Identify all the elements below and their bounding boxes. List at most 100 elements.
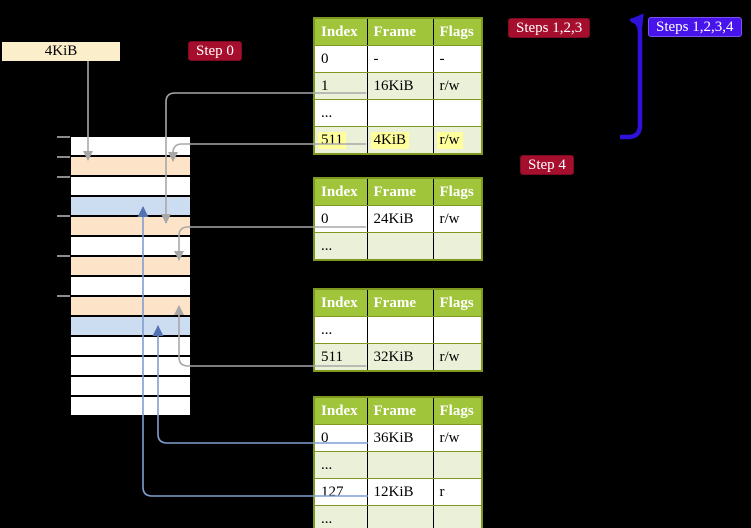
table-cell: ... <box>314 451 368 479</box>
table-row: ... <box>314 99 482 127</box>
table-cell <box>433 316 482 344</box>
table-row: ... <box>314 505 482 528</box>
table-row: 511 32KiB r/w <box>314 343 482 372</box>
address-tick <box>57 176 70 178</box>
table-row: 511 4KiB r/w <box>314 126 482 155</box>
table-cell <box>433 99 482 127</box>
table-cell <box>433 451 482 479</box>
table-cell: 36KiB <box>367 424 434 452</box>
table-cell <box>367 316 434 344</box>
cell-text: 12KiB <box>373 483 414 500</box>
cell-text: 16KiB <box>373 77 414 94</box>
table-cell: - <box>433 45 482 73</box>
memory-row-free-20kib <box>71 237 190 257</box>
cell-text: r/w <box>436 131 463 149</box>
table-cell: 12KiB <box>367 478 434 506</box>
table-cell: 511 <box>314 126 368 155</box>
cell-text: 4KiB <box>370 131 410 149</box>
table-cell: 24KiB <box>367 205 434 233</box>
table-cell: r/w <box>433 424 482 452</box>
table-cell: r/w <box>433 126 482 155</box>
memory-row-free-52kib <box>71 397 190 417</box>
memory-row-page-36kib <box>71 317 190 337</box>
memory-row-free-0kib <box>71 137 190 157</box>
table-cell: 0 <box>314 45 368 73</box>
table-row: 127 12KiB r <box>314 478 482 506</box>
address-tick <box>57 215 70 217</box>
table-cell: r/w <box>433 72 482 100</box>
cell-text: 32KiB <box>373 348 414 365</box>
memory-row-table-16kib <box>71 217 190 237</box>
table-row: ... <box>314 316 482 344</box>
cell-text: r <box>439 483 445 500</box>
cell-text: ... <box>321 237 333 254</box>
table-row: ... <box>314 232 482 261</box>
table-cell: 32KiB <box>367 343 434 372</box>
table-cell: 1 <box>314 72 368 100</box>
memory-row-free-40kib <box>71 337 190 357</box>
table-cell: ... <box>314 99 368 127</box>
table-row: ... <box>314 451 482 479</box>
cell-text: 36KiB <box>373 429 414 446</box>
table-row: 0 24KiB r/w <box>314 205 482 233</box>
column-header: Flags <box>433 397 482 425</box>
cell-text: ... <box>321 456 333 473</box>
cell-text: 127 <box>321 483 344 500</box>
column-header: Index <box>314 397 368 425</box>
cell-text: - <box>373 50 379 67</box>
column-header: Index <box>314 178 368 206</box>
table-cell <box>367 232 434 261</box>
step0-badge: Step 0 <box>188 41 242 61</box>
column-header: Index <box>314 18 368 46</box>
column-header: Index <box>314 289 368 317</box>
memory-row-free-48kib <box>71 377 190 397</box>
column-header: Flags <box>433 18 482 46</box>
column-header: Flags <box>433 289 482 317</box>
steps-123-badge: Steps 1,2,3 <box>508 18 591 38</box>
memory-row-free-8kib <box>71 177 190 197</box>
cell-text: 0 <box>321 429 329 446</box>
table-cell <box>367 505 434 528</box>
table-row: 1 16KiB r/w <box>314 72 482 100</box>
arrow-steps-1234-loop <box>620 13 644 140</box>
table-cell <box>367 99 434 127</box>
memory-row-free-44kib <box>71 357 190 377</box>
column-header: Frame <box>367 289 434 317</box>
address-tick <box>57 295 70 297</box>
cell-text: ... <box>321 321 333 338</box>
steps-1234-badge: Steps 1,2,3,4 <box>648 17 742 37</box>
cell-text: r/w <box>439 429 460 446</box>
physical-memory-strip <box>71 137 190 417</box>
table-cell <box>367 451 434 479</box>
table-cell: r/w <box>433 343 482 372</box>
cell-text: 0 <box>321 210 329 227</box>
table-cell <box>433 505 482 528</box>
cell-text: 0 <box>321 50 329 67</box>
cell-text: 511 <box>321 348 343 365</box>
table-cell: r/w <box>433 205 482 233</box>
address-tick <box>57 156 70 158</box>
table-cell: 16KiB <box>367 72 434 100</box>
table-cell: 0 <box>314 205 368 233</box>
address-tick <box>57 136 70 138</box>
table-cell: 0 <box>314 424 368 452</box>
cell-text: ... <box>321 104 333 121</box>
cell-text: 24KiB <box>373 210 414 227</box>
frame-4kib-label-box: 4KiB <box>2 42 120 61</box>
table-cell: 4KiB <box>367 126 434 155</box>
cell-text: - <box>439 50 445 67</box>
table-row: 0 - - <box>314 45 482 73</box>
table-cell: - <box>367 45 434 73</box>
step4-badge: Step 4 <box>520 155 574 175</box>
cell-text: 511 <box>318 131 346 149</box>
cell-text: ... <box>321 510 333 527</box>
cell-text: r/w <box>439 348 460 365</box>
table-cell: r <box>433 478 482 506</box>
